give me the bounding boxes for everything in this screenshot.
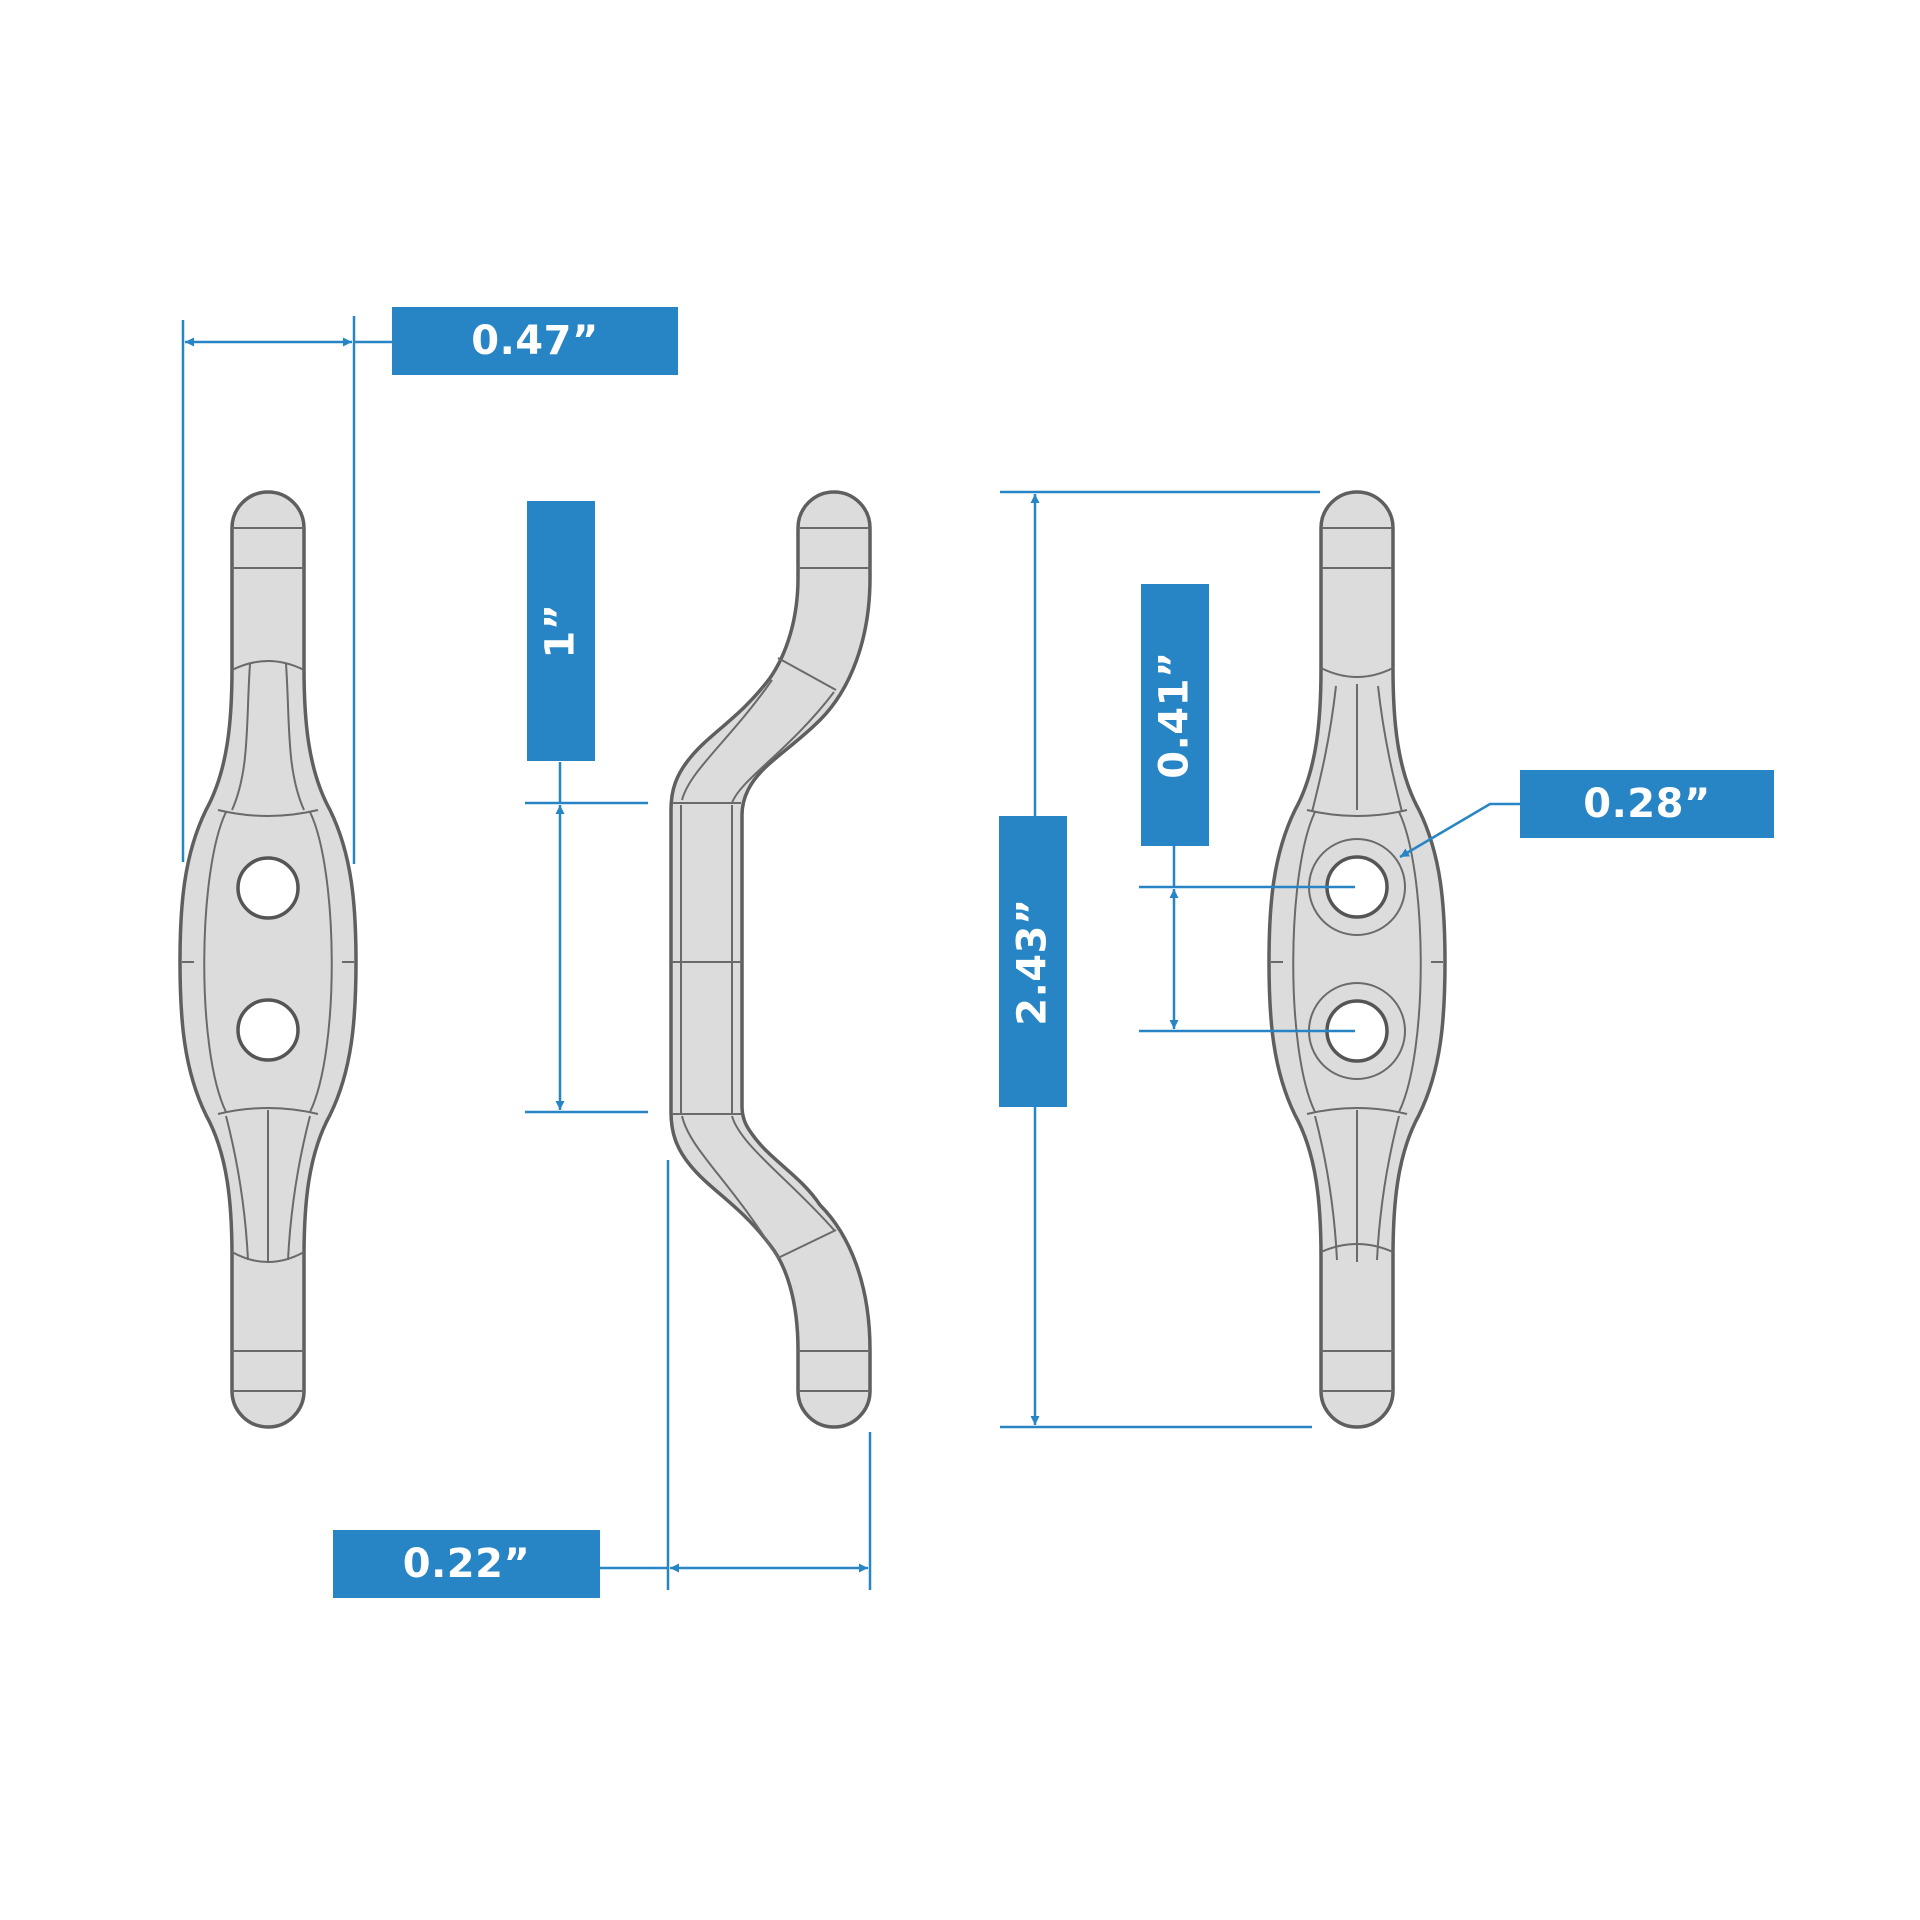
straight-section-value: 1” [538, 603, 584, 659]
hole-diameter-value: 0.28” [1583, 781, 1711, 827]
cleat-side-view [669, 490, 872, 1429]
depth-label: 0.22” [333, 1530, 600, 1598]
depth-value: 0.22” [402, 1541, 531, 1587]
width-value: 0.47” [471, 318, 599, 364]
length-dimension [1000, 490, 1320, 1429]
hole-spacing-dimension [1139, 846, 1355, 1033]
cleat-front-view [178, 490, 358, 1429]
straight-section-dimension [525, 762, 648, 1114]
width-label: 0.47” [392, 307, 678, 375]
length-label: 2.43” [999, 816, 1067, 1107]
hole-diameter-label: 0.28” [1520, 770, 1774, 838]
depth-dimension [600, 1160, 872, 1590]
hole-spacing-label: 0.41” [1141, 584, 1209, 846]
mounting-hole-top [236, 856, 300, 920]
hole-spacing-value: 0.41” [1152, 651, 1199, 779]
mounting-hole-bottom [236, 998, 300, 1062]
length-value: 2.43” [1010, 897, 1057, 1026]
width-dimension [181, 316, 392, 864]
straight-section-label: 1” [527, 501, 595, 761]
hole-diameter-leader [1399, 802, 1520, 859]
cleat-front-view-dimensioned [1267, 490, 1447, 1429]
